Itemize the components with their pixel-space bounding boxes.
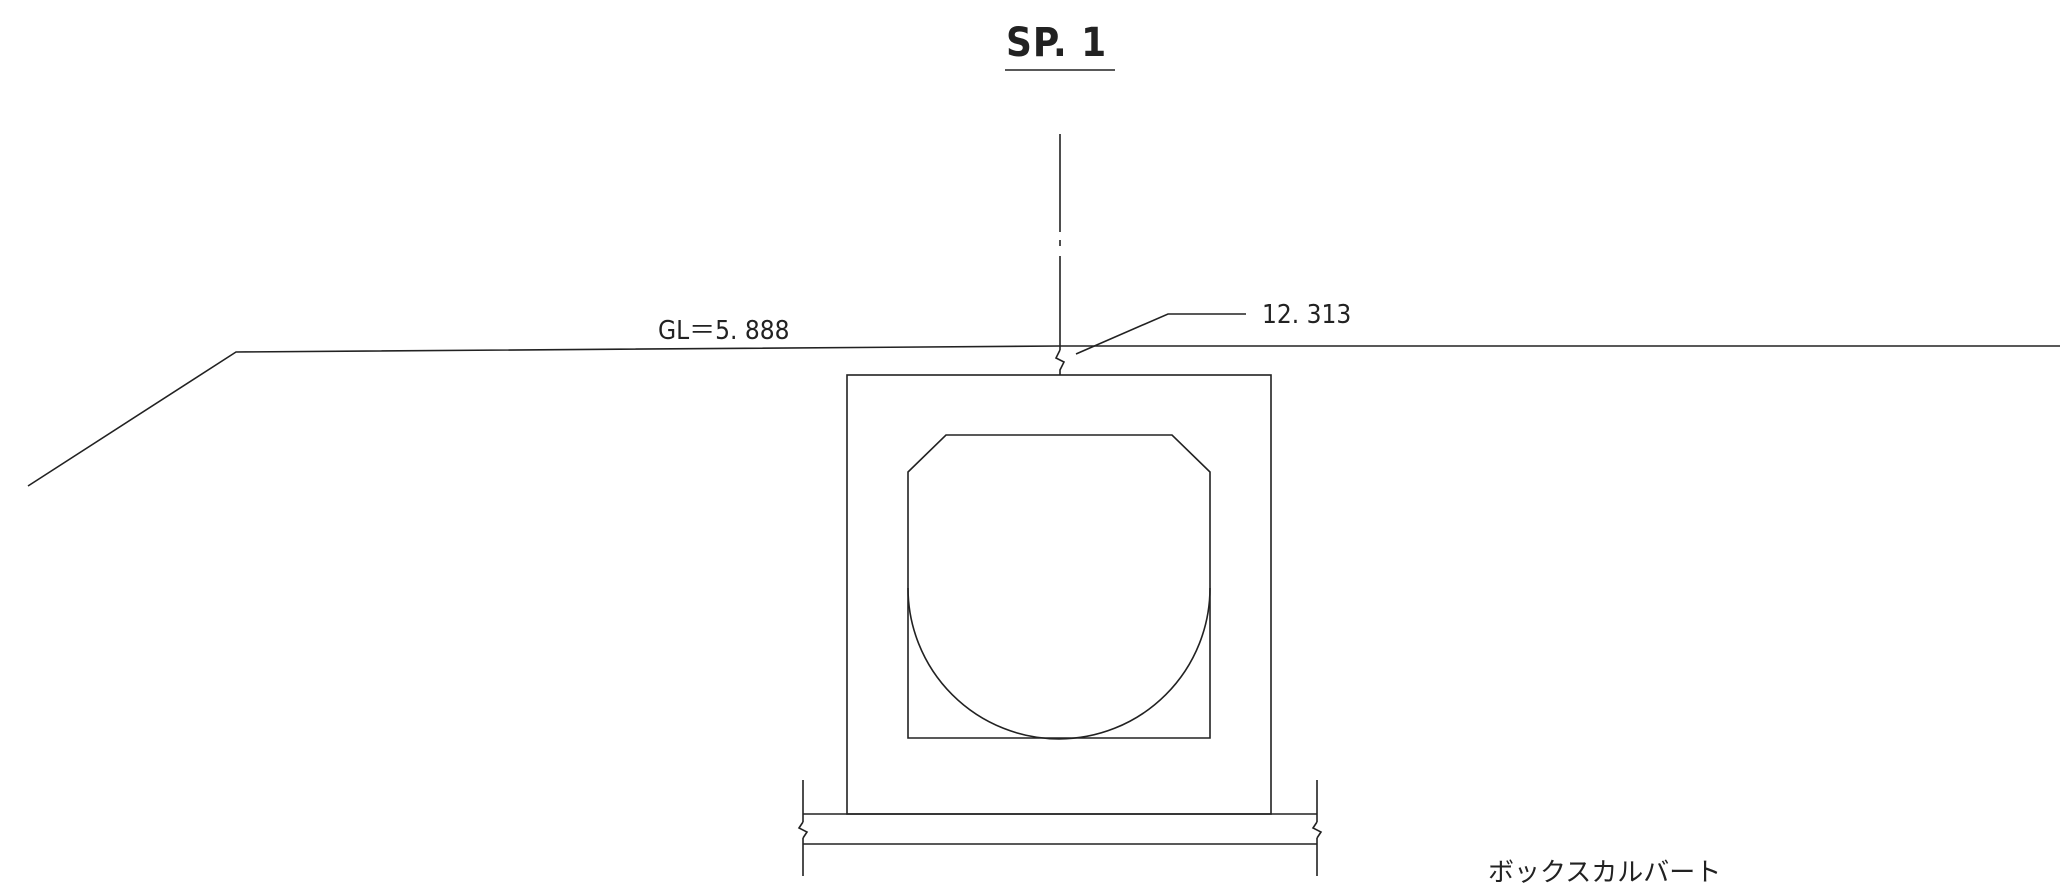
section-title: SP. 1 — [1006, 20, 1108, 66]
centerline-break-mark — [1054, 349, 1066, 375]
box-culvert-inner — [907, 434, 1211, 739]
ground-level-label: GL＝5. 888 — [658, 316, 790, 346]
left-break-mark — [797, 821, 809, 839]
elevation-leader — [1075, 313, 1246, 355]
elevation-label: 12. 313 — [1262, 300, 1352, 330]
right-break-mark — [1311, 821, 1323, 839]
structure-label: ボックスカルバート — [1488, 858, 1722, 888]
pipe-arc — [907, 587, 1211, 740]
box-culvert-outer — [846, 374, 1272, 815]
ground-line — [27, 345, 2060, 487]
